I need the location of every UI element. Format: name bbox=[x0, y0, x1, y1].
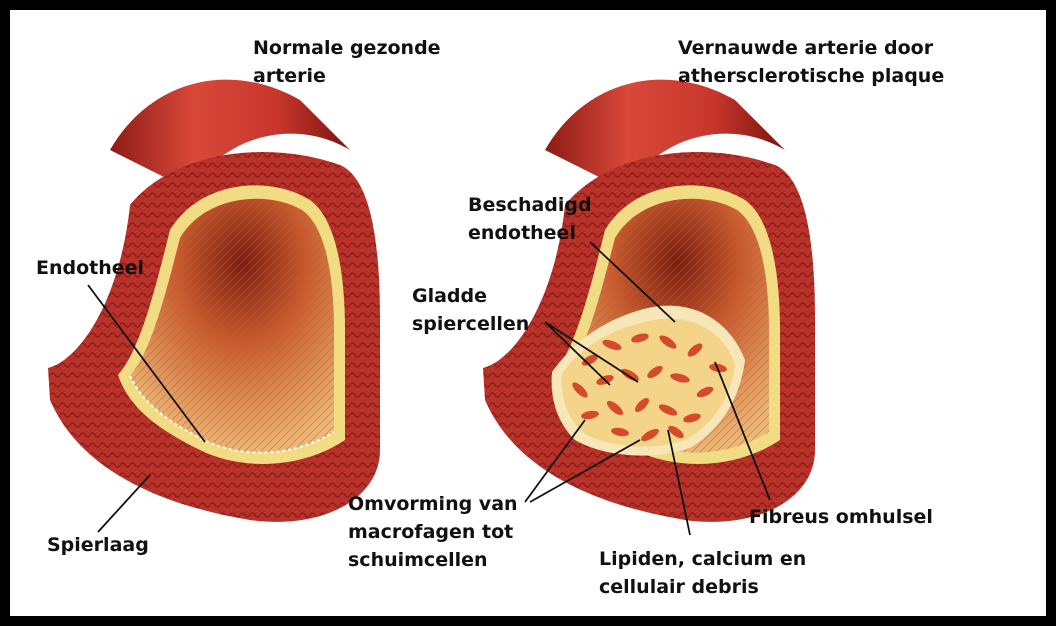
label-omvorming-line-2: macrofagen tot bbox=[348, 518, 518, 546]
title-normal-line-2: arterie bbox=[253, 62, 441, 90]
title-narrowed-line-1: Vernauwde arterie door bbox=[678, 34, 944, 62]
title-normal-artery: Normale gezonde arterie bbox=[253, 34, 441, 90]
label-beschadigd-line-1: Beschadigd bbox=[468, 191, 592, 219]
narrowed-artery bbox=[483, 80, 815, 522]
label-omvorming-line-3: schuimcellen bbox=[348, 546, 518, 574]
leader-spierlaag bbox=[98, 475, 150, 532]
label-lipiden-line-2: cellulair debris bbox=[599, 573, 806, 601]
title-narrowed-artery: Vernauwde arterie door athersclerotische… bbox=[678, 34, 944, 90]
label-spierlaag: Spierlaag bbox=[47, 531, 149, 559]
title-normal-line-1: Normale gezonde bbox=[253, 34, 441, 62]
label-omvorming: Omvorming van macrofagen tot schuimcelle… bbox=[348, 490, 518, 574]
label-fibreus-text: Fibreus omhulsel bbox=[749, 503, 933, 531]
label-lipiden-line-1: Lipiden, calcium en bbox=[599, 545, 806, 573]
normal-artery bbox=[48, 80, 380, 522]
label-gladde-line-1: Gladde bbox=[412, 282, 529, 310]
label-beschadigd-endotheel: Beschadigd endotheel bbox=[468, 191, 592, 247]
label-gladde-spiercellen: Gladde spiercellen bbox=[412, 282, 529, 338]
title-narrowed-line-2: athersclerotische plaque bbox=[678, 62, 944, 90]
label-gladde-line-2: spiercellen bbox=[412, 310, 529, 338]
label-fibreus-omhulsel: Fibreus omhulsel bbox=[749, 503, 933, 531]
label-endotheel: Endotheel bbox=[36, 254, 144, 282]
label-endotheel-text: Endotheel bbox=[36, 254, 144, 282]
label-lipiden: Lipiden, calcium en cellulair debris bbox=[599, 545, 806, 601]
label-omvorming-line-1: Omvorming van bbox=[348, 490, 518, 518]
label-beschadigd-line-2: endotheel bbox=[468, 219, 592, 247]
label-spierlaag-text: Spierlaag bbox=[47, 531, 149, 559]
